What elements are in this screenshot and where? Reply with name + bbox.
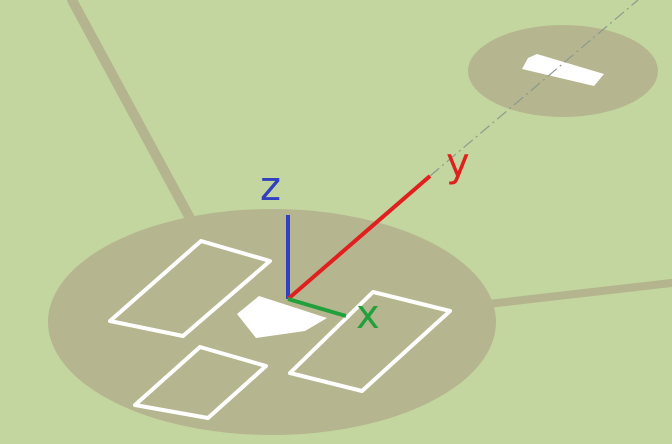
first-base-foul-line: [484, 278, 672, 308]
y-axis-guide-line: [429, 0, 639, 177]
y-axis-label: y: [446, 140, 470, 186]
x-axis: [287, 297, 347, 318]
z-axis-label: z: [260, 164, 281, 210]
third-base-foul-line: [67, 0, 197, 227]
catchers-box: [133, 345, 268, 420]
right-batters-box: [288, 290, 452, 393]
left-batters-box: [108, 239, 272, 338]
y-axis: [286, 174, 432, 301]
home-plate: [237, 296, 327, 338]
pitchers-rubber: [522, 54, 604, 86]
x-axis-label: x: [356, 292, 380, 338]
